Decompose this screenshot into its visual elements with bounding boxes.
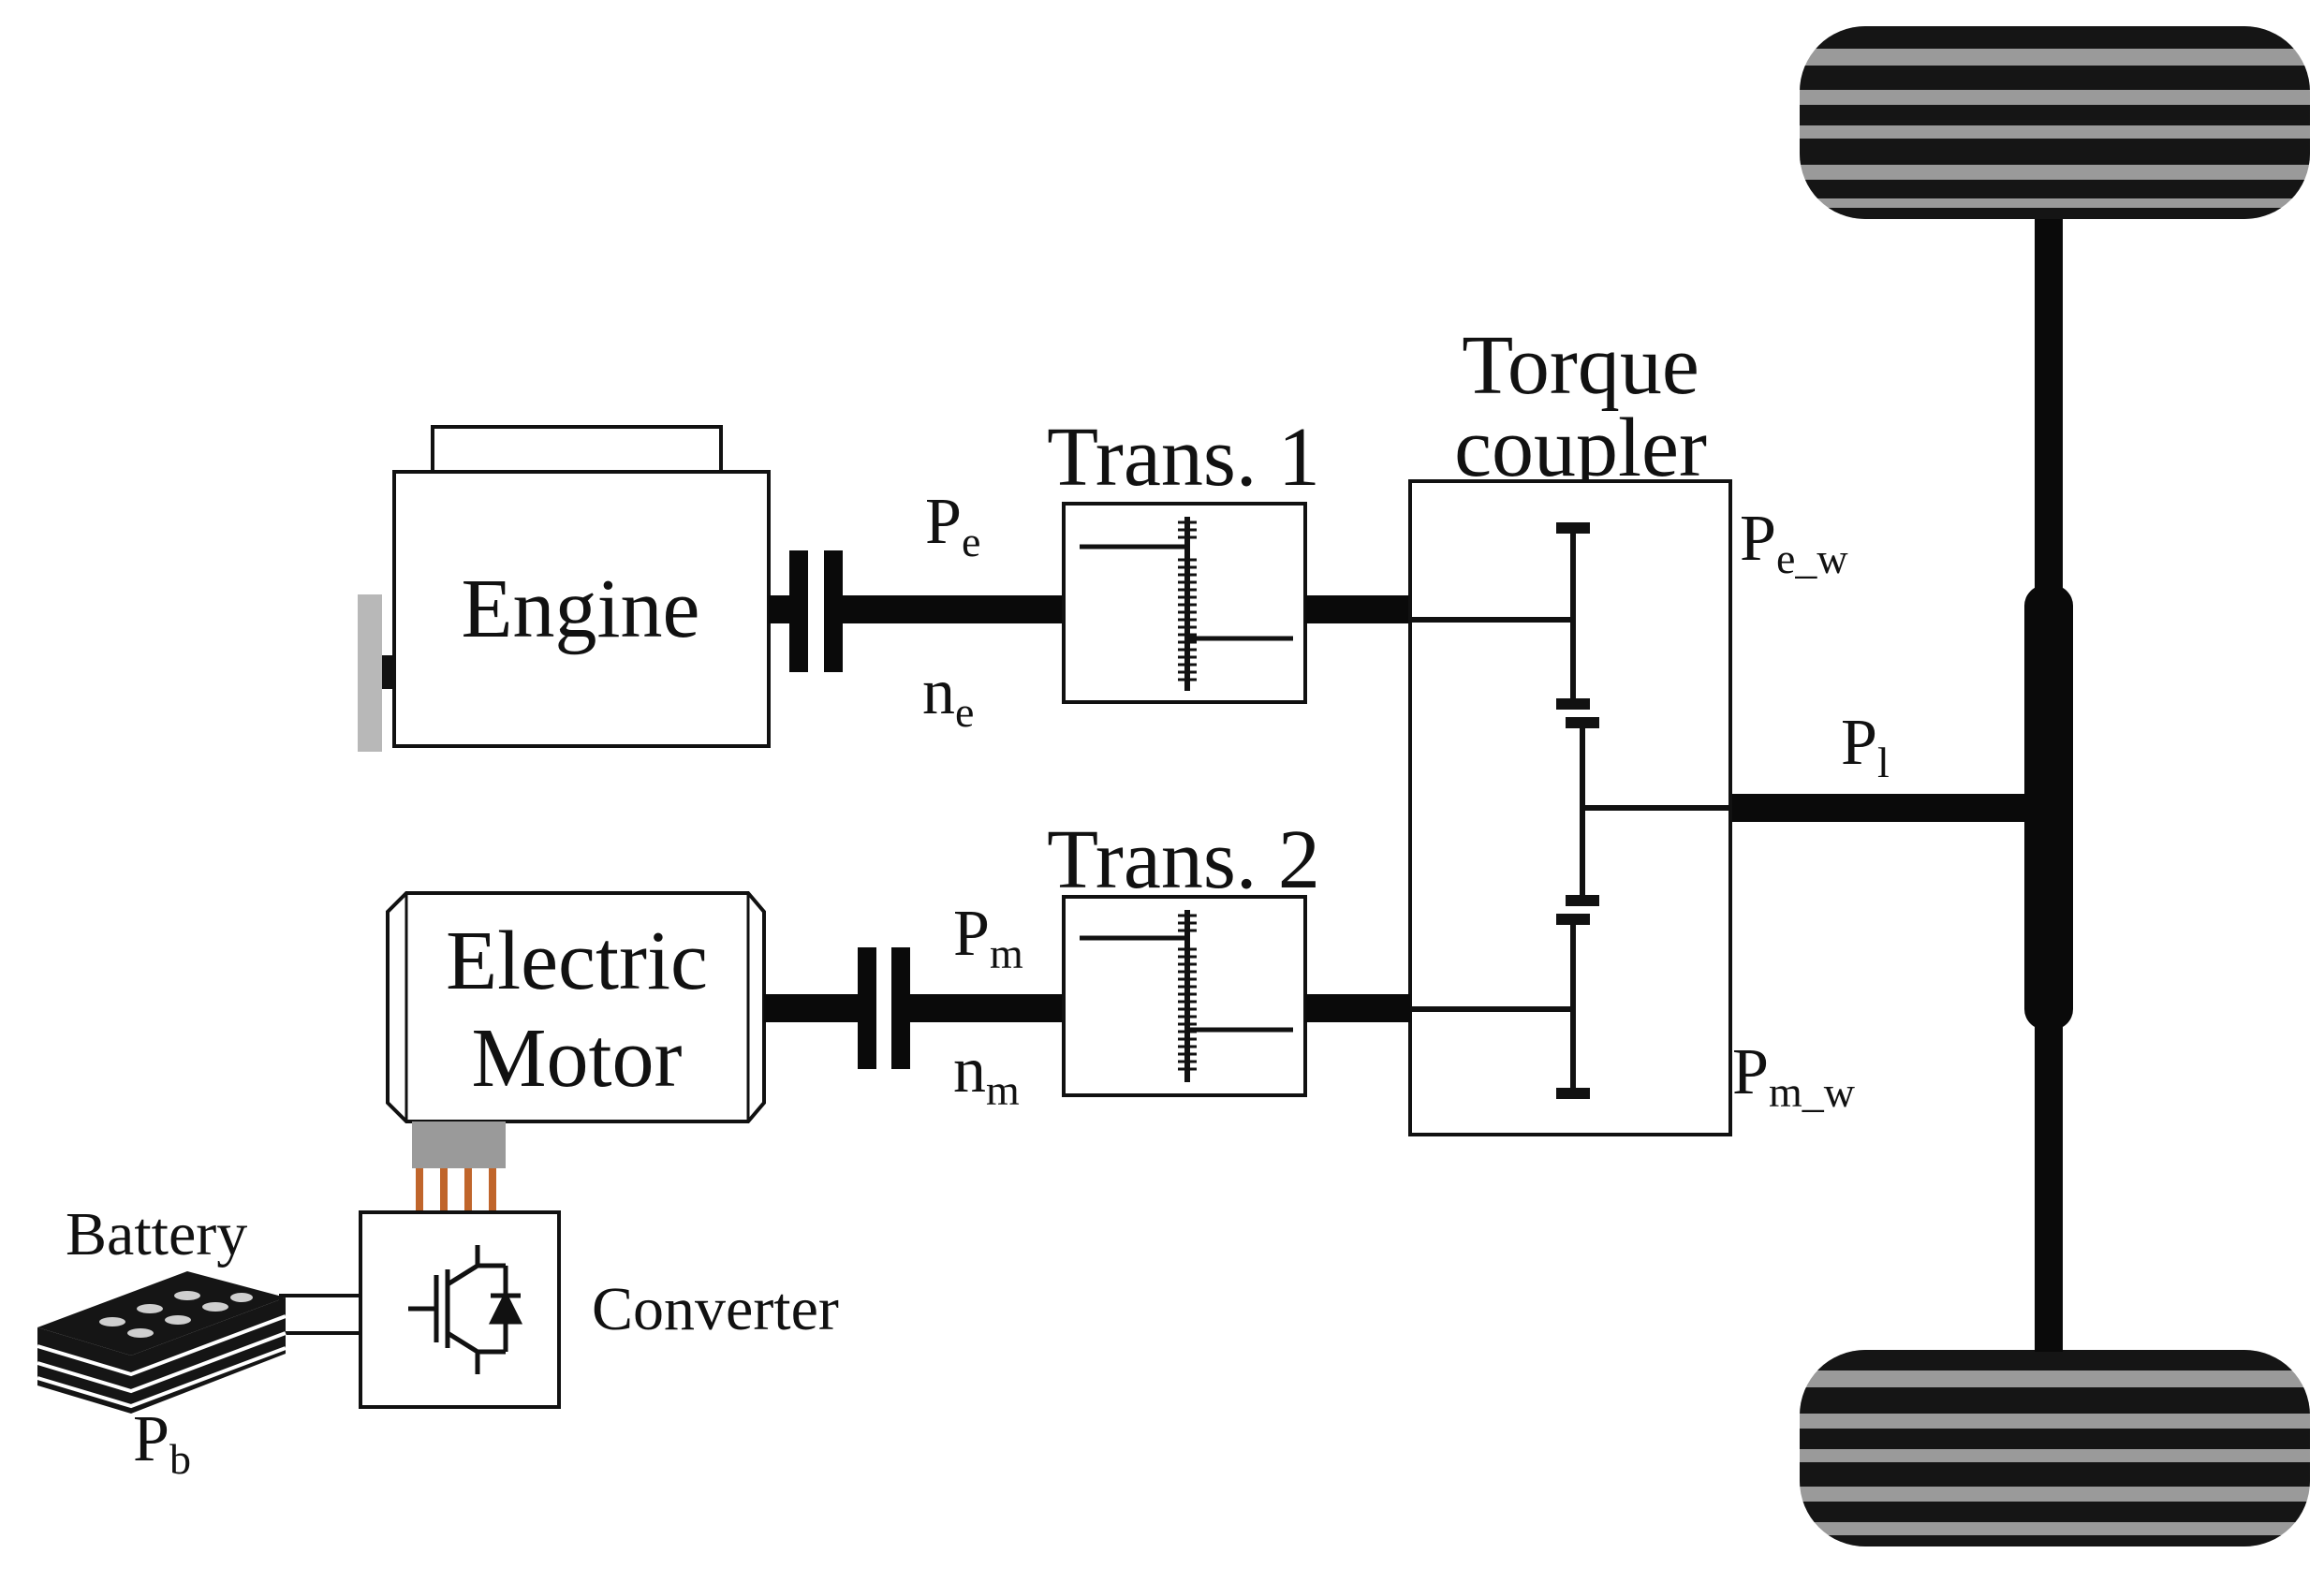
front-wheel: [1800, 26, 2310, 219]
axle: [2024, 219, 2073, 1352]
coupler-label-line2: coupler: [1454, 402, 1707, 494]
battery: [37, 1271, 287, 1414]
torque-coupler: [1408, 479, 1732, 1136]
motor-label-line2: Motor: [472, 1012, 683, 1105]
igbt-icon: [408, 1245, 523, 1374]
pmw-symbol: Pm_w: [1732, 1036, 1856, 1116]
pb-symbol: Pb: [133, 1403, 191, 1483]
trans2-output-shaft: [1305, 994, 1410, 1022]
engine-mount: [358, 594, 382, 752]
engine-clutch: [769, 550, 843, 672]
engine-shaft: [843, 595, 1064, 623]
trans1-label: Trans. 1: [1047, 411, 1320, 504]
motor-shaft-right: [910, 994, 1064, 1022]
motor-shaft-left: [764, 994, 858, 1022]
final-drive-shaft: [1730, 794, 2030, 822]
battery-label: Battery: [66, 1200, 247, 1268]
coupler-label-line1: Torque: [1462, 319, 1699, 412]
motor-clutch: [858, 947, 910, 1069]
nm-symbol: nm: [953, 1034, 1020, 1114]
electric-motor: [386, 891, 766, 1123]
trans2-label: Trans. 2: [1047, 813, 1320, 906]
motor-terminal-block: [412, 1121, 506, 1213]
converter-label: Converter: [592, 1275, 839, 1343]
ne-symbol: ne: [922, 656, 974, 736]
converter: [359, 1210, 561, 1409]
engine-label: Engine: [462, 563, 700, 655]
transmission-1: [1062, 502, 1307, 704]
trans1-output-shaft: [1305, 595, 1410, 623]
battery-cable: [279, 1294, 362, 1335]
transmission-2: [1062, 895, 1307, 1097]
pl-symbol: Pl: [1841, 707, 1890, 786]
rear-wheel: [1800, 1350, 2310, 1546]
motor-label-line1: Electric: [446, 915, 708, 1007]
engine: [358, 425, 771, 752]
pew-symbol: Pe_w: [1740, 503, 1848, 582]
pe-symbol: Pe: [925, 486, 980, 565]
pm-symbol: Pm: [953, 898, 1023, 977]
